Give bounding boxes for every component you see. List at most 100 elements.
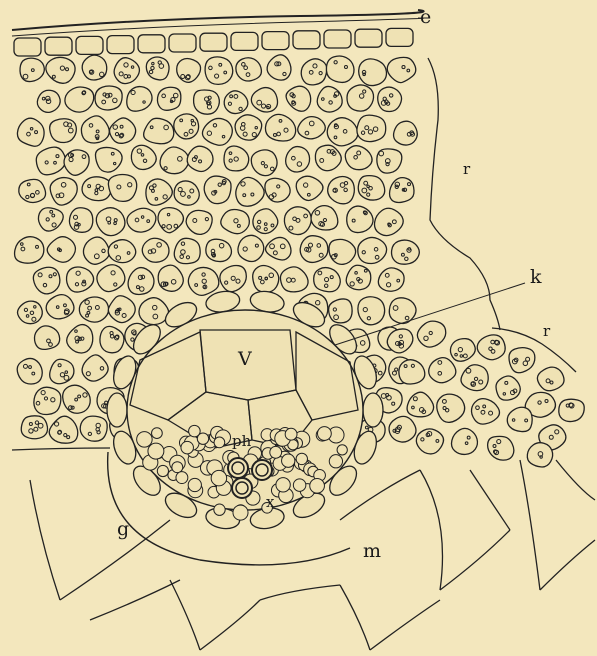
parenchyma-cell	[158, 265, 183, 291]
epidermis-cell	[138, 35, 165, 53]
parenchyma-cell	[267, 55, 291, 80]
parenchyma-cell	[38, 208, 63, 231]
parenchyma-cell	[378, 87, 402, 111]
parenchyma-cell	[65, 87, 94, 112]
parenchyma-cell	[359, 59, 387, 86]
parenchyma-cell	[100, 326, 124, 352]
parenchyma-cell	[82, 355, 108, 381]
lower-cell-wall	[60, 520, 170, 600]
parenchyma-cell	[387, 57, 416, 82]
small-bundle-cell	[337, 445, 347, 455]
lower-cell-wall	[170, 580, 200, 650]
parenchyma-cell	[328, 177, 355, 204]
parenchyma-cell	[17, 118, 44, 146]
parenchyma-cell	[36, 147, 65, 175]
parenchyma-cell	[202, 118, 232, 145]
lower-cell-wall	[370, 600, 440, 650]
parenchyma-cell	[236, 177, 264, 206]
parenchyma-cell	[110, 118, 136, 143]
small-bundle-cell	[293, 479, 305, 491]
parenchyma-cell	[221, 209, 250, 233]
small-bundle-cell	[137, 432, 153, 448]
epidermis-cell	[293, 31, 320, 49]
parenchyma-cell	[50, 359, 74, 383]
parenchyma-cell	[238, 235, 264, 261]
parenchyma-cell	[358, 176, 384, 200]
lower-cell-wall	[12, 448, 110, 450]
parenchyma-cell	[314, 268, 341, 292]
parenchyma-cell	[537, 367, 564, 391]
parenchyma-cell	[329, 299, 353, 323]
xylem-vessel	[252, 460, 272, 480]
tissue-outline	[428, 58, 576, 372]
epidermis-cell	[169, 34, 196, 52]
parenchyma-cell	[437, 394, 465, 422]
parenchyma-cell	[224, 146, 249, 171]
lower-cell-wall	[440, 530, 510, 590]
small-bundle-cell	[211, 470, 227, 486]
parenchyma-cell	[204, 176, 231, 204]
small-bundle-cell	[214, 437, 225, 448]
endodermis-cell	[107, 393, 127, 427]
epidermis-cell	[262, 32, 289, 50]
parenchyma-cell	[81, 116, 109, 143]
epidermis-cell	[324, 30, 351, 48]
parenchyma-cell	[114, 58, 139, 84]
parenchyma-cell	[378, 268, 404, 291]
epidermis-cell	[355, 29, 382, 47]
parenchyma-cell	[205, 57, 233, 85]
vascular-bundle	[107, 289, 383, 531]
parenchyma-cell	[284, 207, 311, 235]
small-bundle-cell	[310, 478, 325, 493]
parenchyma-cell	[108, 174, 136, 201]
parenchyma-cell	[67, 267, 94, 292]
parenchyma-cell	[46, 57, 75, 83]
parenchyma-cell	[33, 267, 60, 294]
parenchyma-cell	[298, 117, 326, 139]
small-bundle-cell	[189, 425, 201, 437]
parenchyma-cell	[451, 428, 477, 454]
label-ph: ph	[232, 434, 251, 449]
parenchyma-cell	[34, 387, 61, 414]
lower-cell-wall	[470, 470, 510, 530]
parenchyma-cell	[407, 392, 434, 417]
region-r-upper-bracket	[428, 58, 500, 330]
parenchyma-cell	[34, 326, 59, 349]
parenchyma-cell	[253, 209, 278, 234]
xylem-vessel	[228, 458, 248, 478]
label-v: V	[238, 350, 252, 369]
parenchyma-cell	[188, 267, 218, 295]
epidermis-cell	[76, 36, 103, 54]
parenchyma-cell	[146, 57, 169, 80]
parenchyma-cell	[108, 296, 135, 323]
xylem-vessel	[232, 478, 252, 498]
parenchyma-cell	[527, 443, 552, 467]
parenchyma-cell	[265, 114, 295, 141]
parenchyma-cell	[399, 360, 425, 384]
parenchyma-cell	[128, 268, 154, 295]
parenchyma-cell	[174, 238, 200, 263]
epidermis-layer	[12, 10, 424, 56]
parenchyma-cell	[220, 266, 246, 292]
parenchyma-cell	[17, 358, 42, 384]
parenchyma-cell	[146, 179, 172, 205]
label-e: e	[420, 8, 431, 27]
lower-cell-wall	[90, 580, 180, 620]
parenchyma-cell	[488, 436, 514, 460]
parenchyma-cell	[317, 86, 342, 112]
parenchyma-cell	[108, 240, 136, 263]
lower-cell-wall	[340, 585, 370, 650]
parenchyma-cell	[127, 87, 152, 112]
label-r-upper: r	[463, 162, 470, 177]
small-bundle-cell	[318, 427, 332, 441]
small-bundle-cell	[172, 462, 183, 473]
parenchyma-cell	[63, 385, 91, 413]
small-bundle-cell	[176, 472, 188, 484]
lower-cell-wall	[30, 480, 60, 600]
parenchyma-cell	[50, 119, 77, 143]
label-m: m	[363, 542, 381, 561]
parenchyma-cell	[50, 178, 77, 206]
lower-cell-wall	[540, 540, 595, 590]
